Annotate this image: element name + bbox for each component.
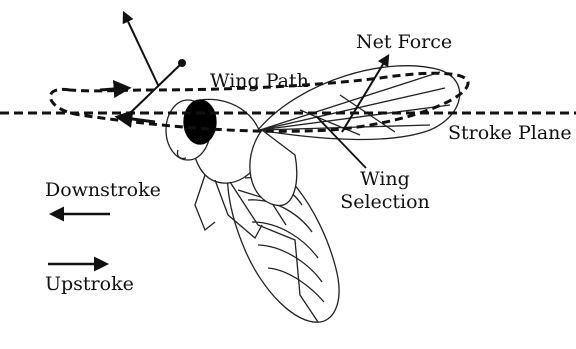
- wing-selection-line2: Selection: [335, 191, 435, 214]
- wing-path-label: Wing Path: [210, 72, 309, 91]
- lift-vector-arrow: [124, 13, 158, 85]
- orientation-pivot: [178, 59, 186, 67]
- net-force-label: Net Force: [356, 33, 452, 52]
- upstroke-label: Upstroke: [45, 275, 134, 294]
- fly-eye: [184, 100, 216, 144]
- stroke-plane-label: Stroke Plane: [448, 124, 572, 143]
- wing-selection-label: Wing Selection: [335, 168, 435, 214]
- downstroke-label: Downstroke: [45, 181, 161, 200]
- wing-selection-line1: Wing: [335, 168, 435, 191]
- wing-path-arrow-top: [100, 88, 128, 90]
